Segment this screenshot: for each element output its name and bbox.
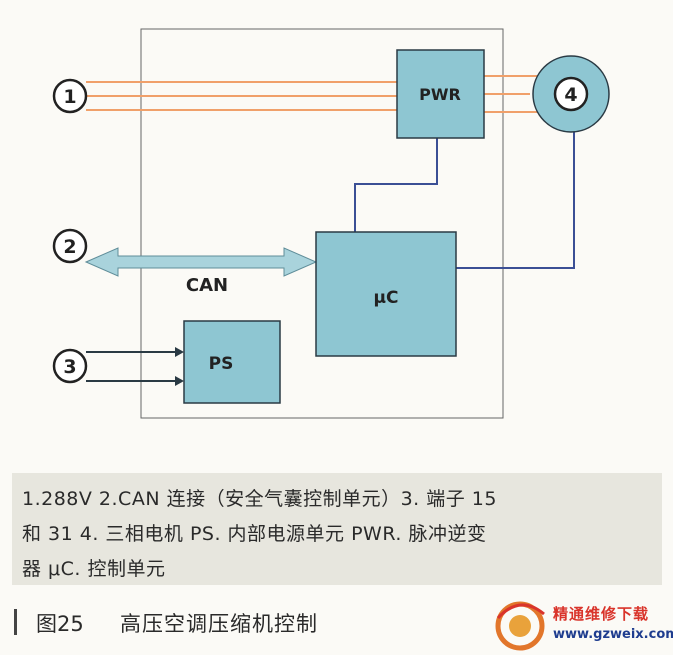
ps-input-arrows (86, 347, 184, 386)
figure-number: 图25 (36, 612, 84, 636)
housing-outline (140, 28, 504, 419)
terminal-3-marker (52, 348, 88, 384)
ps-label: PS (209, 354, 234, 374)
power-lines-input (86, 81, 397, 111)
terminal-4-marker (553, 76, 589, 112)
terminal-3-number: 3 (63, 356, 76, 378)
terminal-1-marker (52, 78, 88, 114)
uc-to-pwr-line (354, 138, 438, 232)
watermark-name: 精通维修下载 (553, 605, 650, 623)
terminal-4-number: 4 (564, 84, 577, 106)
uc-label: μC (374, 288, 399, 308)
caption-band (12, 473, 662, 585)
pwr-block (396, 49, 485, 139)
uc-to-motor-sensor-line (456, 126, 575, 269)
watermark-logo-icon (495, 601, 545, 651)
terminal-1-number: 1 (63, 86, 76, 108)
can-label: CAN (186, 275, 228, 296)
power-lines-output (484, 75, 538, 113)
can-bus-arrow (84, 247, 318, 277)
caption-line-3: 器 μC. 控制单元 (22, 558, 166, 580)
compressor-control-diagram: CAN PWR μC PS 4 1 2 3 (52, 28, 610, 419)
caption-line-2: 和 31 4. 三相电机 PS. 内部电源单元 PWR. 脉冲逆变 (22, 523, 487, 545)
ps-block (183, 320, 281, 404)
figure-title: 高压空调压缩机控制 (120, 612, 318, 636)
figure-bar (14, 609, 17, 635)
terminal-2-number: 2 (63, 236, 76, 258)
pwr-label: PWR (419, 85, 461, 104)
watermark-url: www.gzweix.com (553, 627, 673, 642)
terminal-2-marker (52, 228, 88, 264)
caption-line-1: 1.288V 2.CAN 连接（安全气囊控制单元）3. 端子 15 (22, 488, 497, 510)
uc-block (315, 231, 457, 357)
